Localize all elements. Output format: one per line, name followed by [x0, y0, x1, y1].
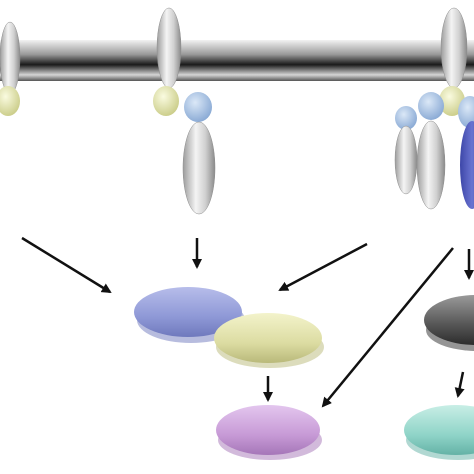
ligand-yellow-middle	[153, 86, 179, 116]
ligand-blue-right-a	[418, 92, 444, 120]
receptor-right-tail-a	[394, 125, 418, 195]
ligand-blue-right-c	[458, 96, 474, 128]
cell-membrane	[0, 40, 474, 81]
node-purple	[216, 405, 322, 460]
arrow-right-to-purple	[321, 247, 454, 408]
node-yellow	[214, 313, 324, 368]
node-dark	[424, 295, 474, 351]
receptor-middle-tail	[182, 121, 216, 215]
ligand-blue-right-b	[395, 106, 417, 130]
node-teal	[404, 405, 474, 460]
arrow-right-to-yellow	[278, 242, 368, 292]
receptor-right-tail-blue	[460, 121, 474, 209]
receptor-right-tail-b	[416, 120, 446, 210]
ligand-yellow-left	[0, 86, 20, 116]
arrows	[21, 236, 474, 408]
receptor-right-cluster	[394, 7, 474, 210]
receptor-middle	[153, 7, 216, 215]
receptor-left	[0, 21, 21, 116]
arrow-dark-to-teal	[454, 371, 465, 398]
arrow-left-to-blue	[21, 236, 112, 294]
ligand-blue-middle	[184, 92, 212, 122]
